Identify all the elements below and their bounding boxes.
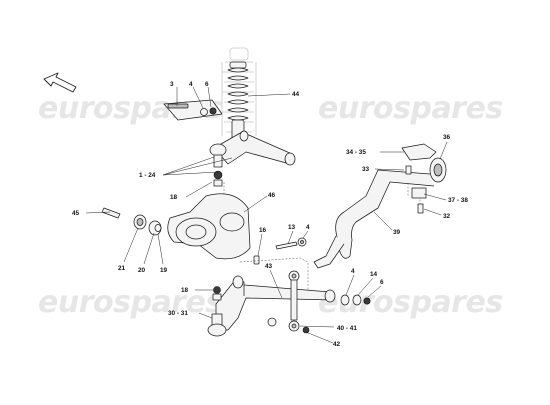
watermark-group: eurospares eurospares eurospares eurospa… [38,91,503,320]
anti-roll-bar [313,169,435,269]
callout-45: 45 [72,210,80,217]
hub-bolt-assembly [101,207,162,236]
guide-lines [223,176,421,290]
callout-34-35: 34 - 35 [346,149,366,156]
callout-4-upper: 4 [189,81,193,88]
callout-21: 21 [118,265,126,272]
callout-20: 20 [138,267,146,274]
callout-16: 16 [259,227,267,234]
callout-19: 19 [160,267,168,274]
callout-44: 44 [292,91,300,98]
callout-42: 42 [333,341,341,348]
callout-43: 43 [265,263,273,270]
callout-1-24: 1 - 24 [139,172,156,179]
watermark-bottom-left: eurospares [38,285,223,320]
lower-ball-joint [207,286,227,337]
bar-mount [401,143,447,214]
callout-39: 39 [393,229,401,236]
callout-18-upper: 18 [170,194,178,201]
callout-4-middle: 4 [306,224,310,231]
lower-washers [340,294,371,306]
hub-carrier [167,193,251,260]
callout-13: 13 [288,224,296,231]
small-fasteners [253,237,307,265]
callout-36: 36 [443,134,451,141]
callout-14: 14 [370,271,378,278]
upper-mount-bracket [163,99,223,121]
watermark-top-right: eurospares [318,91,503,126]
callout-40-41: 40 - 41 [337,325,357,332]
callout-33: 33 [362,166,370,173]
callout-46: 46 [268,192,276,199]
leader-lines [85,86,448,344]
callout-6-lower: 6 [380,279,384,286]
callout-6-upper: 6 [205,81,209,88]
callout-18-lower: 18 [181,287,189,294]
callout-3: 3 [170,81,174,88]
callout-labels: 3 4 6 44 1 - 24 18 46 45 21 20 19 16 13 … [72,81,468,348]
callout-37-38: 37 - 38 [448,197,468,204]
upper-wishbone [213,130,296,166]
direction-arrow-icon [43,72,77,93]
upper-ball-joint [209,143,227,187]
drop-link [267,270,310,334]
callout-4-lower: 4 [351,268,355,275]
callout-32: 32 [443,213,451,220]
shock-absorber [227,61,249,141]
callout-30-31: 30 - 31 [168,310,188,317]
